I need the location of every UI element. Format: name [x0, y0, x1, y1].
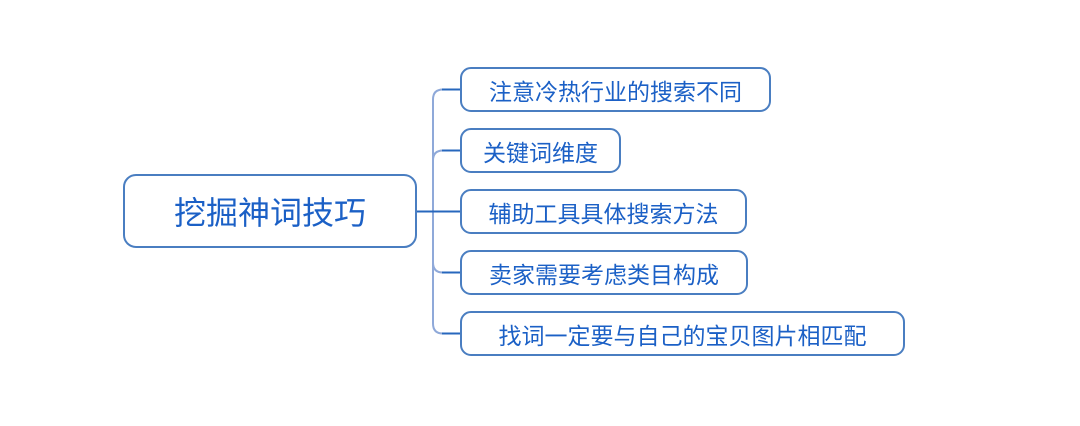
root-topic-node[interactable]: 挖掘神词技巧 [123, 174, 417, 248]
child-topic-label-5: 找词一定要与自己的宝贝图片相匹配 [498, 323, 867, 349]
child-topic-label-3: 辅助工具具体搜索方法 [488, 201, 719, 227]
connector-elbow-child-5 [432, 211, 444, 335]
connector-elbow-child-4 [432, 211, 444, 274]
child-topic-node-3[interactable]: 辅助工具具体搜索方法 [460, 189, 747, 234]
child-topic-node-2[interactable]: 关键词维度 [460, 128, 621, 173]
root-topic-label: 挖掘神词技巧 [173, 195, 366, 231]
child-topic-node-1[interactable]: 注意冷热行业的搜索不同 [460, 67, 771, 112]
child-topic-node-4[interactable]: 卖家需要考虑类目构成 [460, 250, 748, 295]
connector-elbow-child-1 [432, 88, 444, 212]
child-topic-label-2: 关键词维度 [483, 140, 598, 166]
child-topic-label-4: 卖家需要考虑类目构成 [489, 262, 719, 288]
connector-elbow-child-2 [432, 149, 444, 212]
child-topic-node-5[interactable]: 找词一定要与自己的宝贝图片相匹配 [460, 311, 905, 356]
child-topic-label-1: 注意冷热行业的搜索不同 [489, 79, 742, 105]
